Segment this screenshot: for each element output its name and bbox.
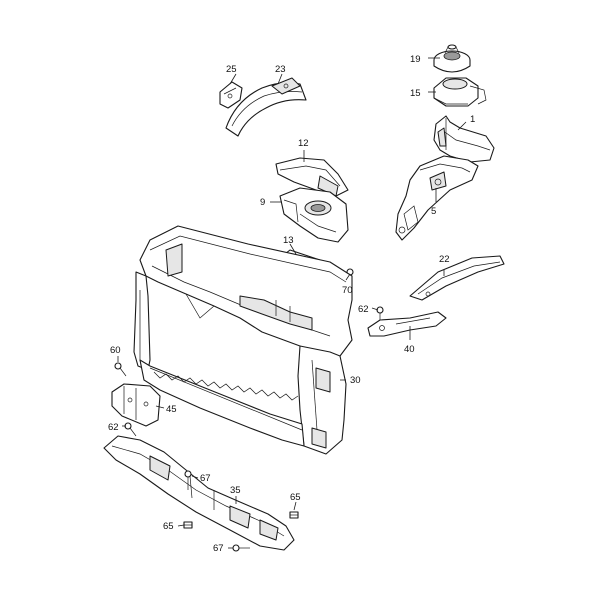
callout-1: 1 [470,114,475,125]
part-1-strut-tower-panel [433,115,495,163]
callout-30: 30 [350,375,361,386]
callout-23: 23 [275,64,286,75]
part-30-radiator-support-frame [133,225,353,455]
part-45-side-bracket [111,383,161,427]
callout-19: 19 [410,54,421,65]
part-23-wheelhouse-arch [225,77,307,137]
part-9-air-intake-duct [279,187,349,243]
callout-15: 15 [410,88,421,99]
callout-65-left: 65 [163,521,174,532]
callout-9: 9 [260,197,265,208]
part-60-bolt [114,362,127,377]
callout-60: 60 [110,345,121,356]
callout-67-lower: 67 [213,543,224,554]
part-5-strut-tower-support [395,155,479,241]
callout-40: 40 [404,344,415,355]
part-25-bracket [219,81,243,109]
callout-67-upper: 67 [200,473,211,484]
callout-70: 70 [342,285,353,296]
callout-45: 45 [166,404,177,415]
part-67-bolt-upper [184,470,192,490]
callout-62-upper: 62 [358,304,369,315]
part-19-strut-bearing [433,44,471,73]
part-65-clip-nut-right [289,511,299,519]
part-12-air-duct-cover [275,157,349,197]
part-40-support-bracket [367,311,447,337]
part-62-bolt-lower [124,422,137,437]
callout-12: 12 [298,138,309,149]
part-15-strut-mount [433,77,487,107]
callout-13: 13 [283,235,294,246]
part-22-member-cover [409,255,505,301]
leader-lines [117,57,467,549]
part-65-clip-nut-left [183,521,193,529]
callout-25: 25 [226,64,237,75]
callout-62-lower: 62 [108,422,119,433]
part-35-bumper-carrier [103,435,295,551]
callout-5: 5 [431,206,436,217]
part-67-bolt-lower [232,544,250,552]
callout-35: 35 [230,485,241,496]
callout-65-right: 65 [290,492,301,503]
callout-22: 22 [439,254,450,265]
callout-labels: 19 15 1 5 25 23 12 9 13 70 22 62 40 30 6… [108,54,475,554]
